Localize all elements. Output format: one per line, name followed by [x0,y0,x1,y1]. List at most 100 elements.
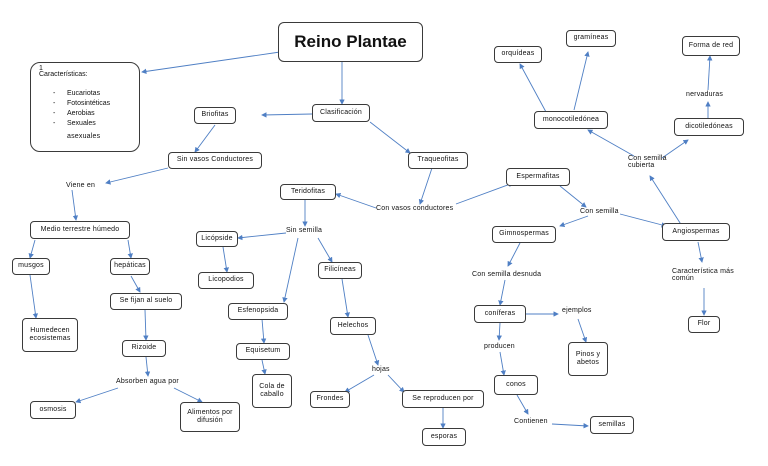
node-semillas: semillas [590,416,634,434]
node-pinos: Pinos y abetos [568,342,608,376]
arrow-hojas-reproducen [387,374,405,393]
label-nervaduras: nervaduras [686,91,724,98]
arrow-semilladesnuda-coniferas [498,279,506,306]
arrow-angiospermas-semillacubierta [649,175,683,227]
node-espermafitas: Espermafitas [506,168,570,186]
node-flor: Flor [688,316,720,333]
arrow-musgos-humedecen [29,274,39,319]
label-viene-en: Viene en [66,182,96,189]
label-producen: producen [484,343,515,350]
arrow-ejemplos-pinos [577,318,588,343]
node-medio: Medio terrestre húmedo [30,221,130,239]
arrow-producen-conos [499,351,506,376]
node-briofitas: Briofitas [194,107,236,124]
characteristic-item-asexuales: asexuales [67,133,101,140]
arrow-equisetum-cola [261,359,267,375]
arrow-medio-hepaticas [127,239,133,259]
arrow-semillacubierta-monocotiledonea [587,129,635,157]
arrow-semillacubierta-dicotiledoneas [661,139,689,159]
node-traqueofitas: Traqueofitas [408,152,468,169]
node-angiospermas: Angiospermas [662,223,730,241]
label-semilla-desnuda: Con semilla desnuda [472,271,542,278]
node-hepaticas: hepáticas [110,258,150,275]
label-con-vasos: Con vasos conductores [376,205,454,212]
label-absorben: Absorben agua por [116,378,179,385]
arrow-licopside-licopodios [222,246,229,273]
arrow-absorben-osmosis [75,387,119,404]
node-gramineas: gramíneas [566,30,616,47]
node-cola: Cola de caballo [252,374,292,408]
node-pteridofitas: Teridofitas [280,184,336,200]
arrow-monocotiledonea-gramineas [573,51,590,111]
arrow-conos-contienen [516,394,529,415]
node-monocotiledonea: monocotiledónea [534,111,608,129]
characteristic-item: Aerobias [53,109,110,119]
node-gimnospermas: Gimnospermas [492,226,556,243]
node-conos: conos [494,375,538,395]
arrow-monocotiledonea-orquideas [519,63,547,113]
arrow-consemilla-gimnospermas [559,215,589,228]
arrow-contienen-semillas [551,423,589,429]
arrow-consemilla-angiospermas [619,213,667,228]
node-licopodios: Licopodios [198,272,254,289]
node-musgos: musgos [12,258,50,275]
node-equisetum: Equisetum [236,343,290,360]
arrow-helechos-hojas [367,334,380,366]
node-forma-red: Forma de red [682,36,740,56]
characteristics-list: Eucariotas Fotosintéticas Aerobias Sexua… [53,89,110,129]
node-frondes: Frondes [310,391,350,408]
arrow-gimnospermas-semilladesnuda [507,242,521,267]
node-clasificacion: Clasificación [312,104,370,122]
node-rizoide: Rizoide [122,340,166,357]
label-ejemplos: ejemplos [562,307,592,314]
node-osmosis: osmosis [30,401,76,419]
characteristics-heading: Características: [39,71,88,78]
arrow-rizoide-absorben [144,356,151,377]
arrow-esfenopsida-equisetum [260,318,267,344]
arrow-title-caracteristicas [141,51,281,75]
characteristics-number: 1 [39,65,43,72]
node-esporas: esporas [422,428,466,446]
arrow-filicineas-helechos [341,278,350,318]
node-fijan: Se fijan al suelo [110,293,182,310]
title-node: Reino Plantae [278,22,423,62]
label-caracteristica-comun: Característica más común [672,268,734,282]
arrow-convasos-espermafitas [455,182,514,205]
arrow-coniferas-producen [496,322,502,341]
arrow-clasificacion-traqueofitas [369,121,411,154]
node-dicotiledoneas: dicotiledóneas [674,118,744,136]
node-reproducen: Se reproducen por [402,390,484,408]
characteristic-item: Sexuales [53,119,110,129]
arrow-sinsemilla-filicineas [317,237,333,263]
arrow-briofitas-sinvasos [194,124,216,153]
arrow-medio-musgos [28,239,36,259]
arrow-sinsemilla-licopside [237,232,287,241]
arrow-hojas-frondes [344,374,375,393]
arrow-absorben-alimentos [173,387,203,403]
arrow-espermafitas-consemilla [559,185,587,208]
label-hojas: hojas [372,366,390,373]
node-orquideas: orquídeas [494,46,542,63]
node-filicineas: Filicíneas [318,262,362,279]
arrow-vieneen-medio [71,189,79,221]
characteristic-item: Fotosintéticas [53,99,110,109]
arrow-sinvasos-vieneen [105,167,169,185]
node-helechos: Helechos [330,317,376,335]
arrow-nervaduras-formared [707,55,713,91]
arrow-sinsemilla-esfenopsida [282,237,299,303]
arrow-clasificacion-briofitas [261,112,313,118]
arrow-hepaticas-fijan [130,275,141,293]
label-contienen: Contienen [514,418,548,425]
arrow-angiospermas-caracteristica [697,241,704,263]
characteristic-item: Eucariotas [53,89,110,99]
node-alimentos: Alimentos por difusión [180,402,240,432]
label-semilla-cubierta: Con semilla cubierta [628,155,667,169]
node-humedecen: Humedecen ecosistemas [22,318,78,352]
node-coniferas: coníferas [474,305,526,323]
node-licopside: Licópside [196,231,238,247]
label-sin-semilla: Sin semilla [286,227,323,234]
characteristics-box: 1 Características: Eucariotas Fotosintét… [30,62,140,152]
arrow-fijan-rizoide [143,309,149,341]
label-con-semilla: Con semilla [580,208,619,215]
